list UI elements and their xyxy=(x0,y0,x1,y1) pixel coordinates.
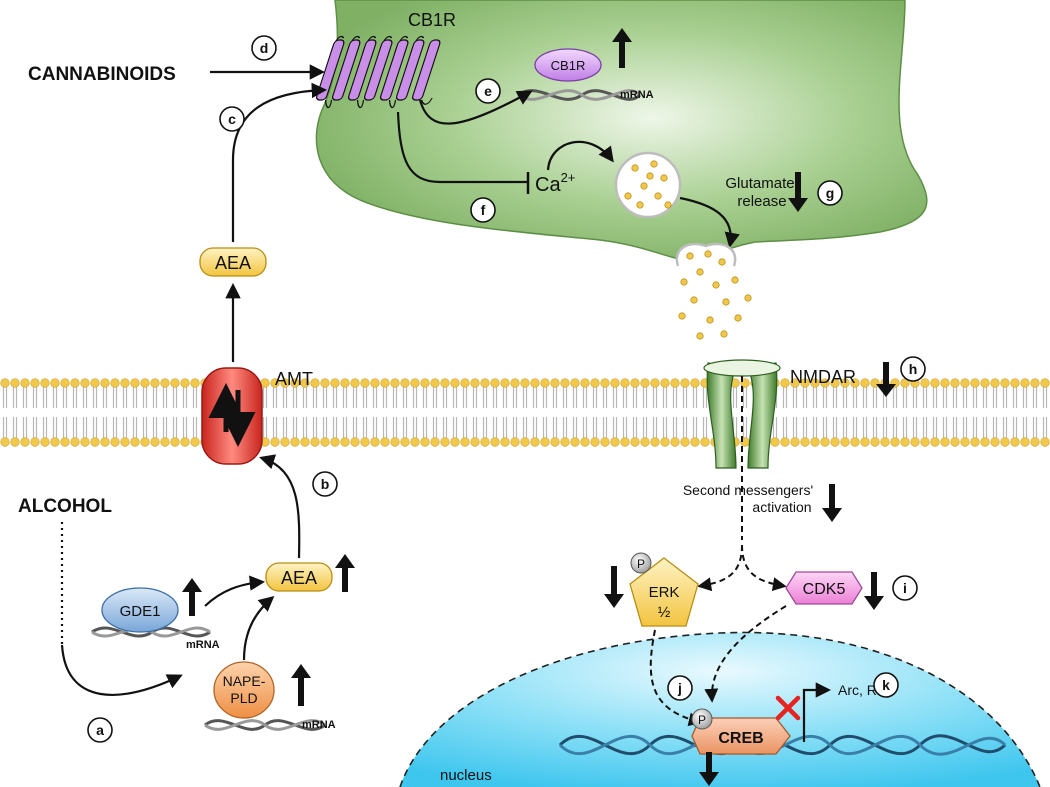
arrow-gde1-to-aea xyxy=(204,575,266,607)
cdk5-down-arrow xyxy=(864,572,884,610)
step-marker-k: k xyxy=(873,672,899,698)
cb1r-protein xyxy=(534,48,602,82)
nape-pld-label-2: PLD xyxy=(230,690,257,706)
block-x-icon xyxy=(775,695,801,721)
step-marker-d: d xyxy=(251,35,277,61)
creb-label: CREB xyxy=(718,730,763,747)
second-messengers-label-2: activation xyxy=(752,499,811,515)
creb-phospho-label: P xyxy=(698,713,706,727)
step-marker-g: g xyxy=(817,180,843,206)
arrow-cb1r-to-mrna xyxy=(418,90,533,125)
glutamate-dots-released xyxy=(678,250,752,340)
second-messengers-label-1: Second messengers' xyxy=(683,482,813,498)
nuclear-envelope xyxy=(399,631,1041,787)
glutamate-dots-vesicle xyxy=(624,160,672,209)
cb1r-protein-label: CB1R xyxy=(551,58,586,73)
svg-text:f: f xyxy=(481,202,486,218)
erk-pentagon xyxy=(629,557,699,627)
svg-text:i: i xyxy=(903,580,907,596)
step-marker-h: h xyxy=(900,356,926,382)
arrow-aea-to-cb1r xyxy=(231,82,328,242)
second-messengers-down-arrow xyxy=(822,484,842,522)
nape-pld-protein xyxy=(213,661,275,719)
step-marker-a: a xyxy=(87,717,113,743)
aea-upper-label: AEA xyxy=(215,253,251,273)
alcohol-label: ALCOHOL xyxy=(18,496,112,517)
step-marker-e: e xyxy=(475,78,501,104)
glutamate-label-1: Glutamate xyxy=(725,175,794,192)
erk-label-1: ERK xyxy=(649,584,680,601)
nmdar-channel xyxy=(703,359,781,469)
step-marker-c: c xyxy=(219,106,245,132)
aea-up-arrow xyxy=(335,554,355,592)
amt-transporter xyxy=(201,367,263,465)
svg-text:h: h xyxy=(909,361,918,377)
transcription-start-arrow xyxy=(802,682,832,742)
aea-upper-pill xyxy=(199,247,267,277)
inhibition-cb1r-ca xyxy=(396,111,528,184)
arrow-vesicle-to-release xyxy=(679,196,740,249)
nmdar-label: NMDAR xyxy=(790,367,856,387)
svg-text:d: d xyxy=(260,40,269,56)
cdk5-hexagon xyxy=(785,571,863,605)
svg-text:b: b xyxy=(321,476,330,492)
arrow-aea-to-amt xyxy=(259,454,301,559)
glutamate-down-arrow xyxy=(788,172,808,212)
step-marker-b: b xyxy=(312,471,338,497)
aea-lower-pill xyxy=(265,562,333,592)
svg-text:j: j xyxy=(677,680,682,696)
erk-label-2: ½ xyxy=(658,604,671,621)
svg-text:k: k xyxy=(882,677,890,693)
dashed-erk-to-creb xyxy=(649,629,703,727)
nape-mrna-strand xyxy=(204,719,326,731)
dashed-cdk5-to-creb xyxy=(704,605,787,703)
cb1r-receptor xyxy=(315,35,441,109)
ca-label: Ca2+ xyxy=(535,170,575,196)
step-marker-i: i xyxy=(892,575,918,601)
arrow-ca-to-vesicle xyxy=(546,140,614,171)
cb1r-label: CB1R xyxy=(408,10,456,30)
cannabinoids-label: CANNABINOIDS xyxy=(28,64,176,85)
cb1r-up-arrow xyxy=(612,28,632,68)
gde1-label: GDE1 xyxy=(120,603,161,620)
erk-phospho xyxy=(630,552,652,574)
nape-pld-label-1: NAPE- xyxy=(223,673,266,689)
nape-mrna-label: mRNA xyxy=(302,719,336,731)
step-marker-j: j xyxy=(667,675,693,701)
dashed-to-cdk5 xyxy=(741,544,787,592)
erk-down-arrow xyxy=(604,566,624,608)
svg-text:e: e xyxy=(484,83,492,99)
amt-label: AMT xyxy=(275,369,313,389)
cb1r-mrna-label: mRNA xyxy=(620,89,654,101)
gde1-mrna-label: mRNA xyxy=(186,639,220,651)
cdk5-label: CDK5 xyxy=(803,581,846,598)
svg-text:c: c xyxy=(228,111,236,127)
nape-up-arrow xyxy=(291,664,311,706)
aea-lower-label: AEA xyxy=(281,568,317,588)
glutamate-label-2: release xyxy=(737,193,786,210)
gde1-protein xyxy=(101,587,179,633)
creb-down-arrow xyxy=(699,752,719,786)
step-marker-f: f xyxy=(470,197,496,223)
gde1-up-arrow xyxy=(182,578,202,616)
gde1-mrna-strand xyxy=(91,626,211,638)
arrow-nape-to-aea xyxy=(242,595,275,661)
svg-text:g: g xyxy=(826,185,835,201)
plasma-membrane xyxy=(0,372,1050,447)
nmdar-down-arrow xyxy=(876,362,896,397)
alcohol-to-nape-arrow xyxy=(60,644,183,696)
nucleus xyxy=(400,632,1040,787)
creb-phospho xyxy=(691,708,713,730)
erk-phospho-label: P xyxy=(637,557,645,571)
svg-text:a: a xyxy=(96,722,104,738)
nucleus-label: nucleus xyxy=(440,767,492,784)
cb1r-mrna-strand xyxy=(517,89,642,101)
dashed-to-erk xyxy=(697,544,743,592)
